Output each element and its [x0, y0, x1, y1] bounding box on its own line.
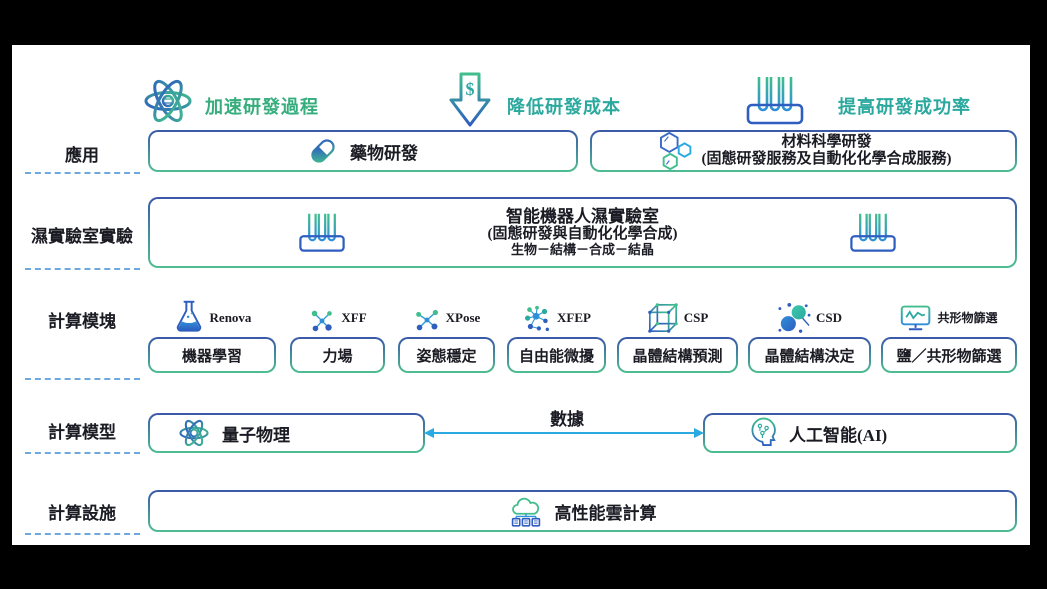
module-head-renova: Renova — [148, 292, 276, 334]
module-name: CSD — [815, 310, 842, 325]
module-label: 晶體結構預測 — [619, 339, 736, 371]
module-name: CSP — [683, 310, 709, 325]
row-label-modules: 計算模塊 — [48, 312, 116, 331]
module-box-salt-coformer: 鹽／共形物篩選 — [881, 337, 1017, 373]
drug-discovery-box: 藥物研發 — [148, 130, 578, 172]
module-name: Renova — [209, 310, 252, 325]
wet-lab-line3: 生物－結構－合成－結晶 — [510, 242, 654, 258]
row-label-models: 計算模型 — [48, 423, 116, 442]
module-name: 共形物篩選 — [937, 311, 998, 325]
test-tube-rack-icon — [745, 75, 805, 127]
row-label-wet-lab: 濕實驗室實驗 — [31, 227, 133, 246]
materials-science-box: 材料科學研發 (固態研發服務及自動化化學合成服務) — [590, 130, 1017, 172]
diagram-canvas: 加速研發過程 $ 降低研發成本 提高研發成功率 應用 — [12, 45, 1030, 545]
module-label: 晶體結構決定 — [750, 339, 869, 371]
wet-lab-box: 智能機器人濕實驗室 (固態研發與自動化化學合成) 生物－結構－合成－結晶 — [148, 197, 1017, 268]
benefit-success-label: 提高研發成功率 — [838, 97, 971, 117]
row-label-application: 應用 — [65, 146, 99, 165]
materials-line2: (固態研發服務及自動化化學合成服務) — [701, 151, 952, 167]
module-label: 鹽／共形物篩選 — [883, 339, 1015, 371]
cloud-servers-icon — [509, 495, 543, 528]
module-box-force-field: 力場 — [290, 337, 385, 373]
data-arrow-label: 數據 — [550, 410, 584, 429]
wet-lab-line2: (固態研發與自動化化學合成) — [487, 226, 678, 243]
module-name: XPose — [445, 310, 481, 325]
dashed-divider — [25, 172, 140, 174]
dollar-down-arrow-icon: $ — [448, 71, 492, 129]
drug-discovery-label: 藥物研發 — [350, 143, 418, 163]
module-label: 力場 — [292, 339, 383, 371]
module-box-pose-stability: 姿態穩定 — [398, 337, 495, 373]
quantum-physics-box: 量子物理 — [148, 413, 425, 453]
molecule-icon — [413, 306, 441, 334]
module-name: XFF — [341, 310, 367, 325]
monitor-pulse-icon — [900, 304, 932, 334]
atom-icon — [142, 75, 194, 127]
module-box-crystal-determination: 晶體結構決定 — [748, 337, 871, 373]
module-head-xff: XFF — [290, 292, 385, 334]
dashed-divider — [25, 533, 140, 535]
materials-line1: 材料科學研發 — [781, 133, 872, 150]
svg-text:$: $ — [466, 79, 475, 99]
module-label: 機器學習 — [150, 339, 274, 371]
data-flow-arrow — [424, 428, 704, 438]
module-label: 姿態穩定 — [400, 339, 493, 371]
molecule-cluster-icon — [522, 304, 552, 334]
module-head-csp: CSP — [617, 292, 738, 334]
dashed-divider — [25, 452, 140, 454]
quantum-physics-label: 量子物理 — [222, 425, 290, 445]
molecule-icon — [308, 306, 336, 334]
benefit-cost-label: 降低研發成本 — [507, 97, 621, 117]
module-box-crystal-prediction: 晶體結構預測 — [617, 337, 738, 373]
ai-box: 人工智能(AI) — [703, 413, 1017, 453]
test-tube-rack-icon — [849, 211, 897, 255]
ai-head-circuit-icon — [747, 416, 777, 450]
pill-icon — [308, 136, 338, 166]
module-name: XFEP — [557, 310, 591, 325]
benefit-speed-label: 加速研發過程 — [205, 97, 319, 117]
test-tube-rack-icon — [298, 211, 346, 255]
module-head-xpose: XPose — [398, 292, 495, 334]
wet-lab-line1: 智能機器人濕實驗室 — [506, 206, 659, 226]
module-head-coformer: 共形物篩選 — [881, 292, 1017, 334]
flask-icon — [173, 298, 205, 334]
cloud-computing-label: 高性能雲計算 — [554, 503, 657, 523]
atom-icon — [178, 417, 210, 449]
module-box-free-energy: 自由能微擾 — [507, 337, 606, 373]
hexagons-icon — [656, 132, 694, 170]
dashed-divider — [25, 268, 140, 270]
module-label: 自由能微擾 — [509, 339, 604, 371]
ai-label: 人工智能(AI) — [789, 425, 888, 445]
cloud-computing-box: 高性能雲計算 — [148, 490, 1017, 532]
module-head-xfep: XFEP — [507, 292, 606, 334]
spheres-icon — [777, 302, 811, 334]
module-head-csd: CSD — [748, 292, 871, 334]
crystal-cube-icon — [647, 302, 679, 334]
dashed-divider — [25, 378, 140, 380]
row-label-infrastructure: 計算設施 — [48, 504, 116, 523]
module-box-machine-learning: 機器學習 — [148, 337, 276, 373]
